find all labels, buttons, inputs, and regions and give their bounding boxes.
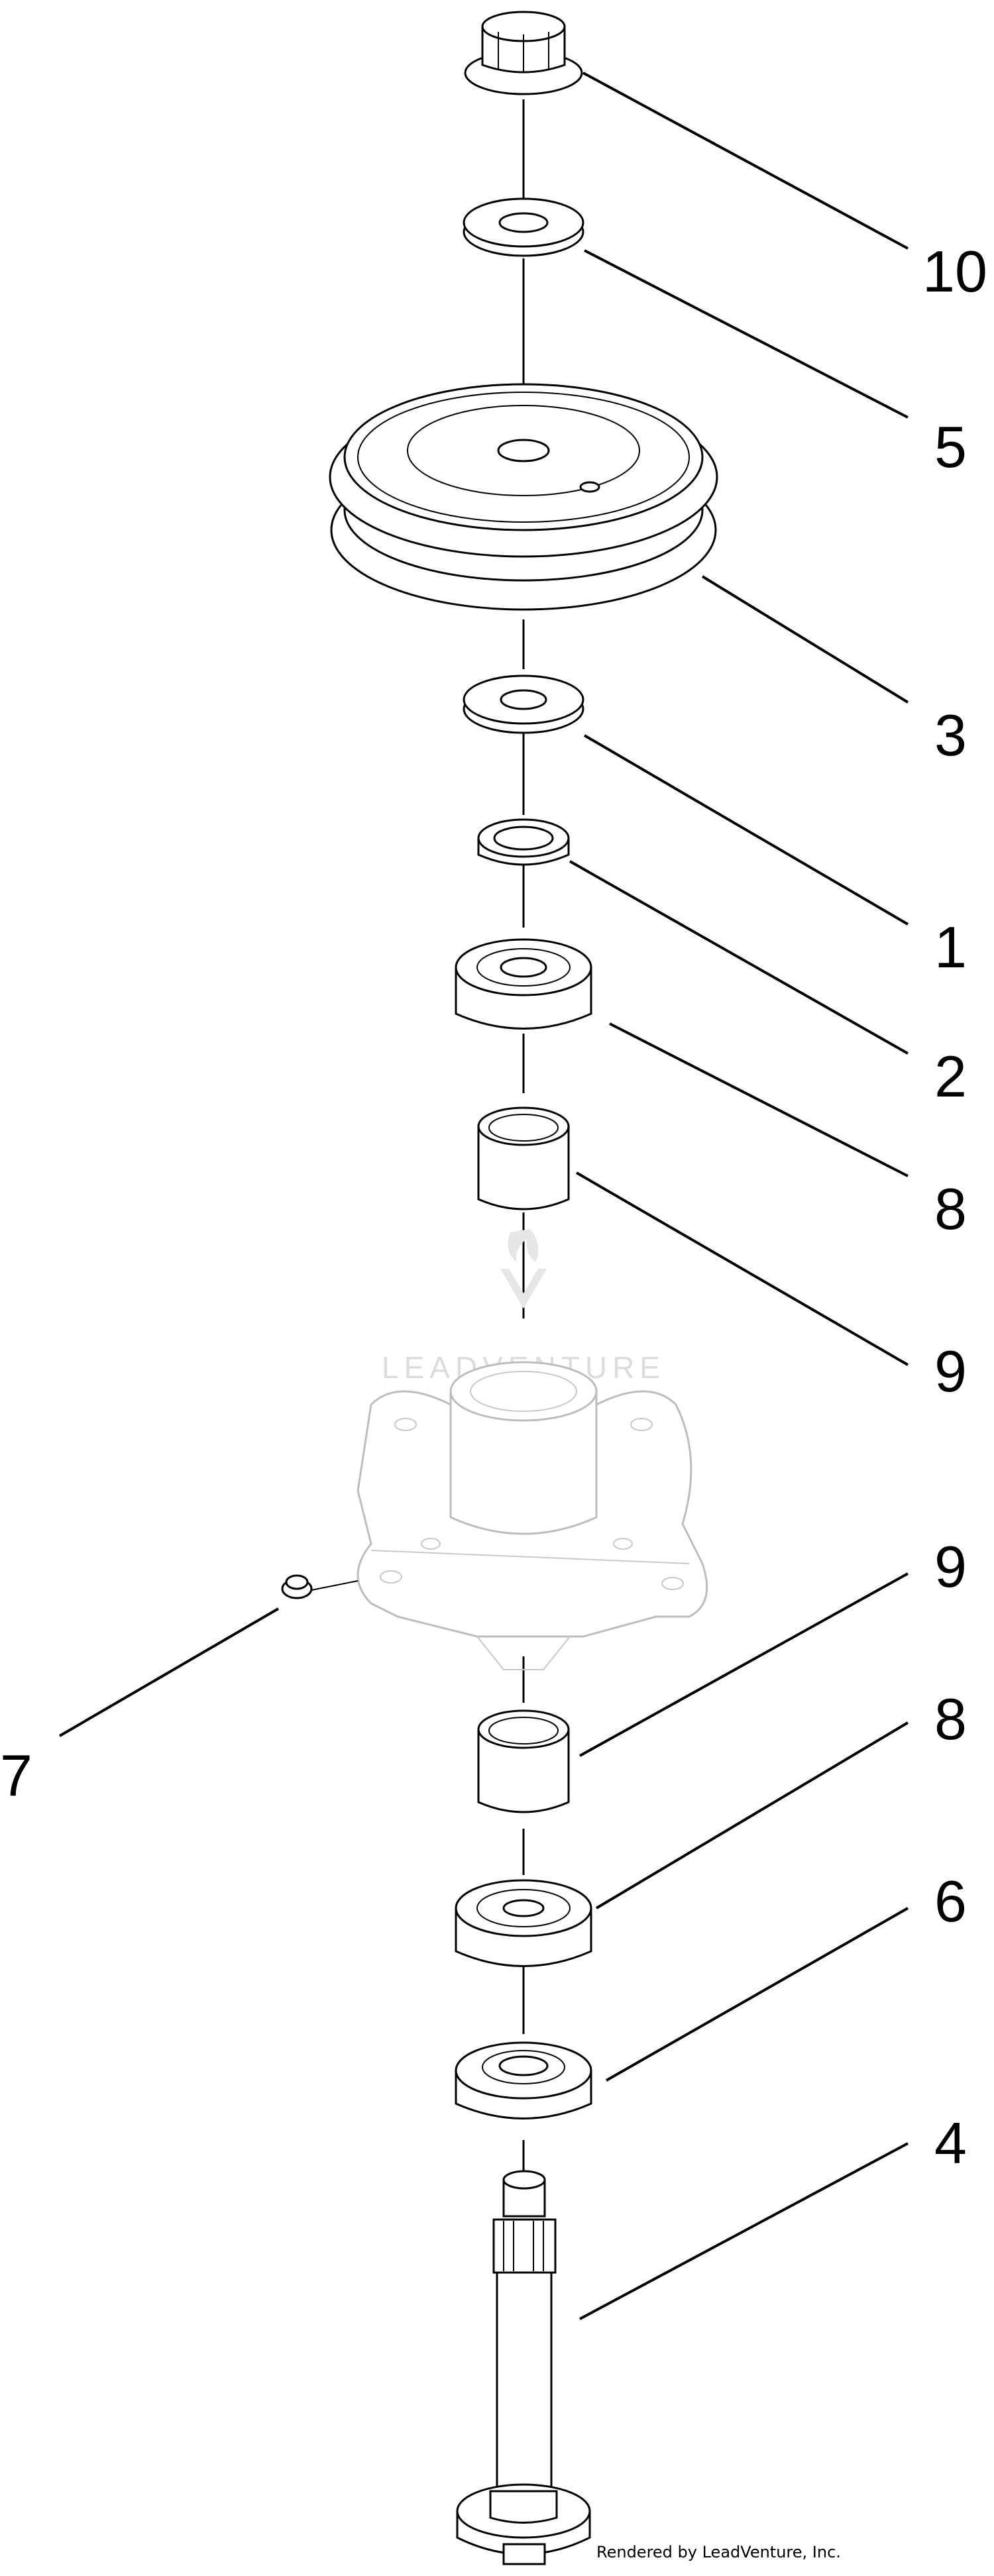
bearing-lower [455,1879,592,1967]
callout-label: 4 [934,2110,967,2176]
callout-labels: 10 5 3 1 2 8 9 9 8 6 4 7 [0,239,987,2176]
washer-top [463,197,584,257]
callout-label: 7 [0,1743,32,1808]
callout-label: 9 [934,1534,967,1599]
leader-lines [58,72,909,2320]
callout-label: 10 [922,239,987,304]
leader-line [583,734,909,926]
callout-label: 2 [934,1044,967,1109]
grease-fitting [281,1574,359,1599]
spacer-tube-upper [477,1106,570,1210]
spacer-tube-lower [477,1709,570,1813]
callout-label: 5 [934,414,967,480]
callout-label: 8 [934,1686,967,1752]
pulley [329,383,718,611]
leader-line [579,2142,909,2320]
spindle-shaft [456,2170,591,2565]
leader-line [701,575,909,704]
washer-mid [463,674,584,734]
callout-label: 1 [934,914,967,980]
leader-line [609,1022,909,1177]
leader-line [575,1171,909,1366]
callout-label: 8 [934,1176,967,1242]
callout-label: 9 [934,1338,967,1404]
flange-nut [464,11,583,95]
leader-line [569,860,909,1055]
leader-line [582,72,909,250]
spindle-housing [357,1361,708,1670]
callout-label: 3 [934,702,967,768]
leader-line [584,249,909,419]
seal [455,2041,592,2120]
leader-line [595,1721,909,1909]
callout-label: 6 [934,1868,967,1934]
leader-line [579,1572,909,1757]
render-credit: Rendered by LeadVenture, Inc. [596,2543,841,2561]
bearing-upper [455,938,592,1030]
leader-line [606,1907,909,2082]
leader-line [58,1607,280,1737]
spacer-ring [477,818,570,866]
